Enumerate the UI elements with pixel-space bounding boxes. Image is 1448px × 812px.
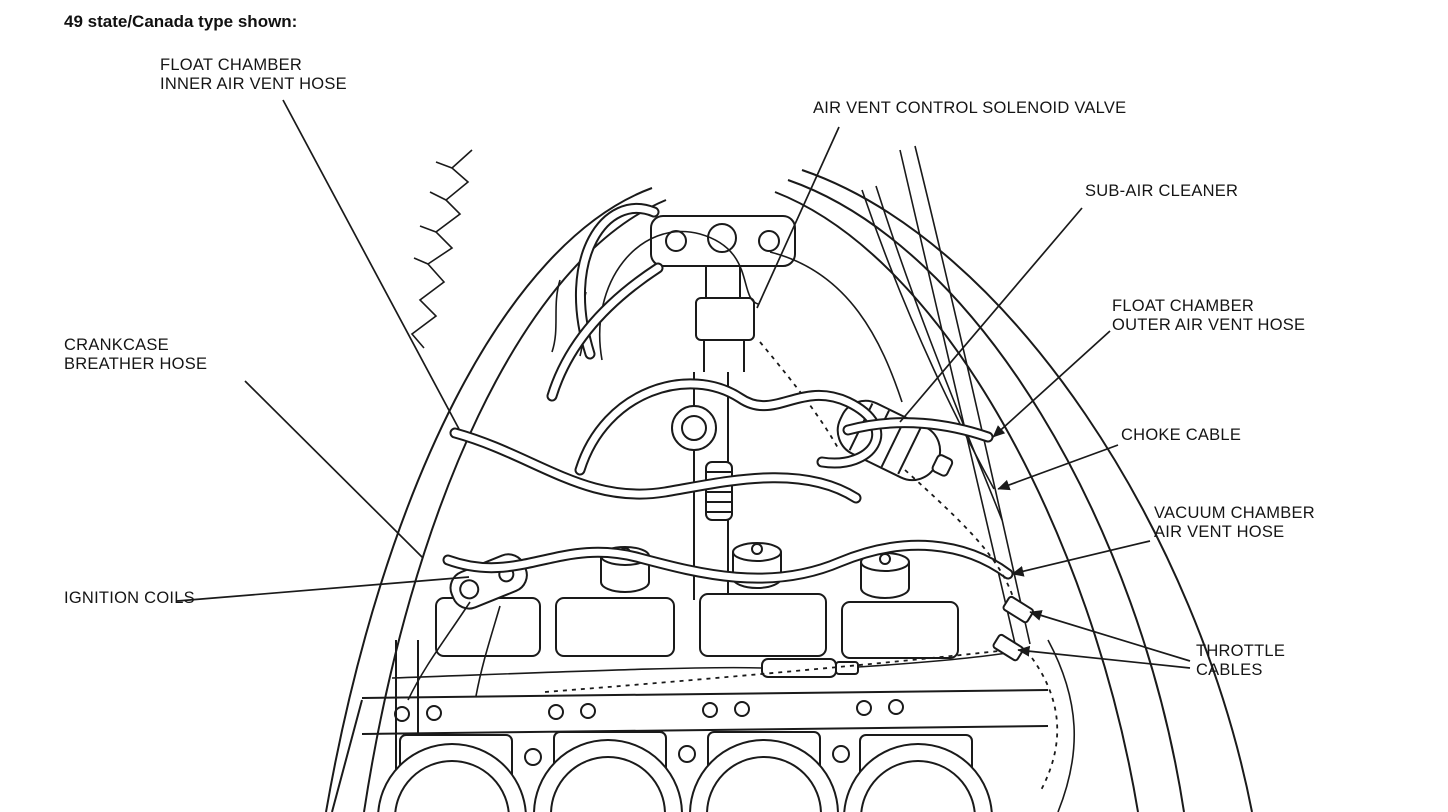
label-line: SUB-AIR CLEANER bbox=[1085, 182, 1239, 200]
label-line: AIR VENT CONTROL SOLENOID VALVE bbox=[813, 99, 1127, 117]
torn-edge-squiggle bbox=[410, 149, 587, 357]
leader-throttle-cables-1 bbox=[1029, 610, 1191, 662]
page-heading: 49 state/Canada type shown: bbox=[64, 12, 298, 31]
throttle-cable-part bbox=[391, 649, 1015, 693]
label-line: INNER AIR VENT HOSE bbox=[160, 75, 347, 93]
label-line: CRANKCASE bbox=[64, 336, 169, 354]
label-line: THROTTLE bbox=[1196, 642, 1286, 660]
label-line: AIR VENT HOSE bbox=[1154, 523, 1285, 541]
carburetor-rail bbox=[331, 640, 1049, 812]
fairing-cowl-lines bbox=[325, 169, 1253, 812]
leader-lines bbox=[176, 99, 1191, 669]
label-throttle-cables: THROTTLE CABLES bbox=[1196, 642, 1285, 680]
leader-float-chamber-outer bbox=[992, 330, 1111, 438]
label-choke-cable: CHOKE CABLE bbox=[1121, 426, 1241, 445]
label-vacuum-chamber-air-vent-hose: VACUUM CHAMBER AIR VENT HOSE bbox=[1154, 504, 1315, 542]
vent-hoses bbox=[442, 378, 1015, 601]
label-air-vent-control-solenoid-valve: AIR VENT CONTROL SOLENOID VALVE bbox=[813, 99, 1126, 118]
leader-sub-air-cleaner bbox=[899, 207, 1083, 423]
cable-bundle-right bbox=[861, 145, 1031, 649]
label-sub-air-cleaner: SUB-AIR CLEANER bbox=[1085, 182, 1238, 201]
label-line: FLOAT CHAMBER bbox=[160, 56, 302, 74]
carburetor-bell-mouths bbox=[377, 731, 993, 812]
leader-choke-cable bbox=[997, 444, 1119, 491]
air-vent-solenoid-valve-part bbox=[695, 297, 839, 449]
leader-air-vent-solenoid bbox=[756, 126, 840, 309]
label-line: CHOKE CABLE bbox=[1121, 426, 1242, 444]
label-line: OUTER AIR VENT HOSE bbox=[1112, 316, 1306, 334]
label-line: BREATHER HOSE bbox=[64, 355, 208, 373]
leader-ignition-coils bbox=[176, 576, 470, 602]
leader-throttle-cables-2 bbox=[1017, 645, 1191, 669]
label-line: VACUUM CHAMBER bbox=[1154, 504, 1315, 522]
label-line: CABLES bbox=[1196, 661, 1263, 679]
mounting-bracket bbox=[650, 215, 796, 300]
label-float-chamber-inner-air-vent-hose: FLOAT CHAMBER INNER AIR VENT HOSE bbox=[160, 56, 347, 94]
carburetor-bodies bbox=[435, 593, 959, 659]
label-ignition-coils: IGNITION COILS bbox=[64, 589, 195, 608]
throttle-cable-fittings bbox=[992, 595, 1076, 812]
label-line: FLOAT CHAMBER bbox=[1112, 297, 1254, 315]
leader-crankcase-breather bbox=[244, 380, 424, 559]
top-hose-loop bbox=[546, 202, 903, 403]
label-line: IGNITION COILS bbox=[64, 589, 195, 607]
leader-vacuum-chamber bbox=[1011, 540, 1151, 577]
label-float-chamber-outer-air-vent-hose: FLOAT CHAMBER OUTER AIR VENT HOSE bbox=[1112, 297, 1305, 335]
leader-float-chamber-inner bbox=[282, 99, 460, 430]
label-crankcase-breather-hose: CRANKCASE BREATHER HOSE bbox=[64, 336, 207, 374]
